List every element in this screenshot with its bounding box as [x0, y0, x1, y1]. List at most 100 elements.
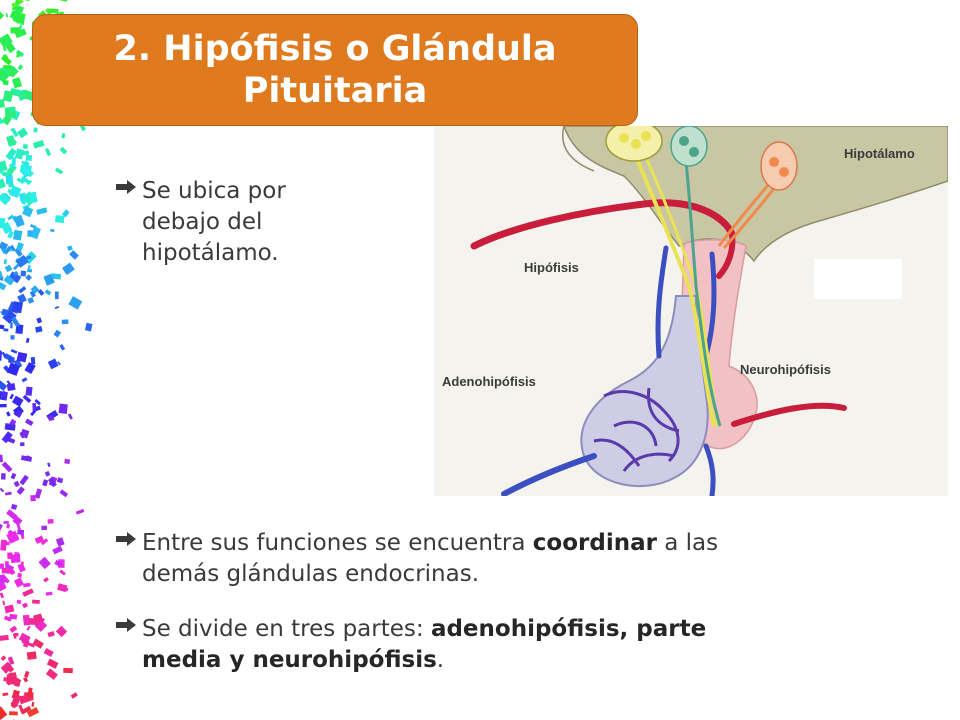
- confetti-piece: [54, 559, 63, 568]
- confetti-piece: [11, 128, 19, 138]
- slide-title-line2: Pituitaria: [242, 71, 428, 111]
- confetti-piece: [2, 692, 9, 697]
- confetti-piece: [20, 705, 32, 715]
- confetti-piece: [21, 602, 29, 609]
- confetti-piece: [22, 89, 35, 101]
- bullet-parts-text: Se divide en tres partes:: [142, 616, 431, 642]
- arrow-right-icon: [116, 176, 142, 198]
- confetti-piece: [26, 625, 31, 631]
- confetti-piece: [16, 523, 21, 531]
- confetti-piece: [26, 707, 40, 718]
- bullet-parts-period: .: [436, 647, 445, 673]
- confetti-piece: [16, 242, 24, 252]
- confetti-piece: [20, 442, 25, 447]
- confetti-piece: [0, 487, 5, 493]
- confetti-piece: [15, 324, 24, 334]
- confetti-piece: [1, 567, 12, 574]
- confetti-piece: [5, 13, 8, 18]
- confetti-piece: [0, 563, 4, 569]
- confetti-piece: [0, 521, 3, 534]
- confetti-piece: [40, 538, 49, 546]
- confetti-piece: [0, 168, 4, 174]
- confetti-piece: [48, 8, 59, 14]
- confetti-piece: [11, 301, 23, 314]
- confetti-piece: [12, 263, 20, 271]
- arrow-right-icon: [116, 614, 142, 636]
- bullet-function-bold: coordinar: [532, 530, 657, 556]
- confetti-piece: [38, 556, 51, 570]
- confetti-piece: [1, 54, 13, 66]
- confetti-piece: [1, 461, 13, 473]
- confetti-piece: [34, 535, 45, 544]
- confetti-piece: [5, 147, 17, 161]
- confetti-piece: [12, 515, 23, 526]
- confetti-piece: [10, 349, 18, 354]
- confetti-piece: [20, 166, 30, 177]
- confetti-piece: [32, 139, 45, 149]
- label-adenohipofisis: Adenohipófisis: [442, 374, 536, 389]
- confetti-piece: [34, 488, 43, 499]
- confetti-piece: [22, 643, 29, 648]
- confetti-piece: [0, 634, 9, 641]
- confetti-piece: [22, 205, 34, 218]
- confetti-piece: [3, 328, 9, 332]
- confetti-piece: [10, 127, 15, 132]
- confetti-piece: [29, 191, 38, 204]
- bullet-function-tail: a las: [656, 530, 719, 556]
- confetti-piece: [17, 529, 25, 535]
- confetti-piece: [53, 329, 62, 338]
- confetti-piece: [2, 46, 7, 52]
- confetti-piece: [0, 217, 6, 229]
- confetti-piece: [47, 631, 55, 638]
- bullet-location-line2: debajo del: [142, 209, 263, 235]
- confetti-piece: [84, 322, 93, 332]
- confetti-piece: [34, 619, 48, 632]
- label-hipotalamo: Hipotálamo: [844, 146, 915, 161]
- confetti-piece: [28, 618, 40, 626]
- confetti-piece: [11, 77, 23, 89]
- slide-title-box: 2. Hipófisis o Glándula Pituitaria: [32, 14, 638, 126]
- confetti-piece: [0, 351, 2, 361]
- confetti-piece: [45, 591, 53, 596]
- confetti-piece: [6, 164, 17, 176]
- confetti-piece: [22, 588, 34, 597]
- confetti-piece: [48, 415, 55, 422]
- confetti-piece: [4, 264, 13, 273]
- confetti-piece: [32, 403, 37, 412]
- confetti-piece: [1, 431, 13, 444]
- confetti-piece: [25, 274, 32, 281]
- confetti-piece: [0, 390, 8, 398]
- confetti-piece: [0, 192, 11, 206]
- confetti-piece: [36, 317, 43, 324]
- confetti-piece: [17, 127, 29, 139]
- confetti-piece: [25, 0, 31, 2]
- confetti-piece: [18, 192, 28, 202]
- confetti-piece: [16, 51, 21, 58]
- confetti-piece: [67, 245, 73, 251]
- confetti-piece: [0, 178, 6, 189]
- confetti-piece: [14, 247, 23, 257]
- confetti-piece: [18, 286, 27, 294]
- bullet-parts-bold1: adenohipófisis: [430, 616, 620, 642]
- pituitary-diagram: Hipotálamo Hipófisis Adenohipófisis Neur…: [434, 126, 948, 496]
- bullet-function-line2: demás glándulas endocrinas.: [142, 561, 480, 587]
- confetti-piece: [17, 64, 24, 71]
- confetti-piece: [20, 533, 25, 540]
- confetti-piece: [0, 655, 7, 662]
- confetti-piece: [0, 380, 8, 391]
- confetti-piece: [5, 424, 16, 431]
- confetti-piece: [7, 656, 15, 665]
- confetti-piece: [10, 503, 18, 510]
- confetti-piece: [61, 133, 66, 139]
- confetti-piece: [35, 325, 43, 333]
- confetti-piece: [5, 175, 14, 185]
- confetti-piece: [43, 577, 49, 583]
- confetti-piece: [43, 273, 55, 286]
- confetti-piece: [4, 491, 12, 496]
- confetti-piece: [0, 274, 4, 281]
- confetti-piece: [6, 135, 16, 147]
- confetti-piece: [42, 479, 49, 487]
- confetti-piece: [56, 477, 64, 484]
- confetti-piece: [27, 642, 36, 648]
- confetti-piece: [30, 495, 36, 502]
